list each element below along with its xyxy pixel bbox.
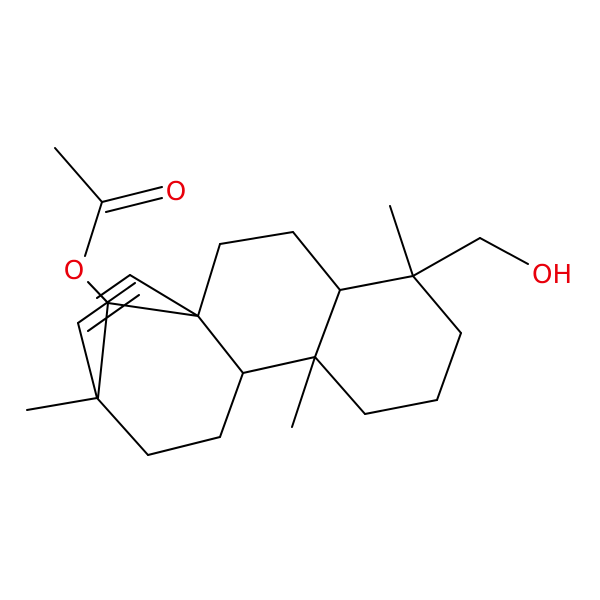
bond-ester-o-carbon [87, 281, 109, 304]
bond-right-d [364, 399, 438, 415]
oxygen-carbonyl-label: O [166, 177, 186, 207]
bond-middle-a [197, 243, 221, 317]
bond-methyl-upper [389, 205, 414, 277]
bond-alkene-b [87, 294, 140, 332]
bond-right-b [412, 275, 462, 334]
bond-acetyl-methyl [54, 147, 103, 203]
bond-methyl-left [26, 397, 98, 411]
bond-lower-d [197, 315, 244, 374]
hydroxyl-label: OH [532, 260, 572, 290]
bond-lower-a [96, 397, 149, 456]
bond-bridge-d [96, 274, 131, 299]
bond-right-e [314, 356, 366, 415]
bond-lower-b [147, 436, 221, 456]
bond-bridge-e [77, 322, 98, 399]
oxygen-ester-label: O [64, 256, 84, 286]
bond-ch2-oh [479, 237, 529, 265]
bond-acyl-ester-o [84, 201, 103, 257]
bond-methyl-center [291, 356, 316, 428]
bond-alkene-a [77, 282, 136, 324]
bond-middle-b [219, 231, 294, 245]
bond-middle-c [292, 231, 341, 291]
bond-middle-d [314, 289, 341, 358]
bond-middle-e [242, 356, 316, 374]
bond-right-c [436, 332, 462, 401]
bond-hydroxymethyl [412, 237, 481, 277]
bond-carbonyl-double-b [105, 197, 163, 213]
bond-bridge-c [129, 274, 199, 317]
bond-lower-c [219, 372, 244, 438]
bond-right-a [339, 275, 414, 291]
bond-bridge-a [107, 302, 199, 317]
bond-carbonyl-double-a [101, 186, 163, 203]
